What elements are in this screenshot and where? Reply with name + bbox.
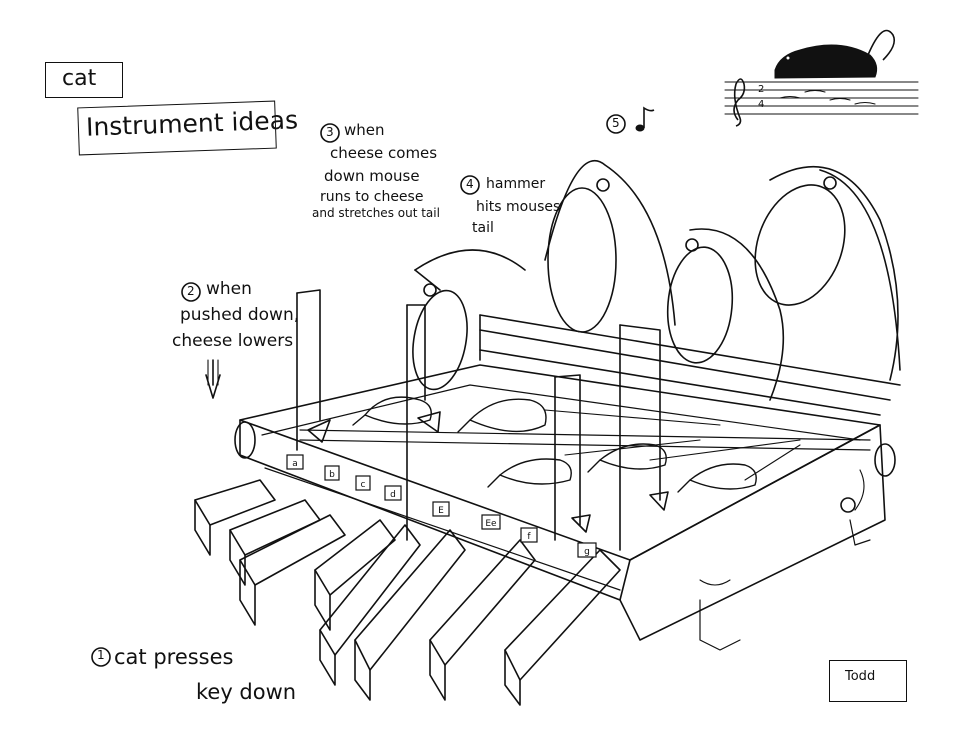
keycap-E [432, 501, 450, 517]
cheese-rods [296, 289, 661, 551]
key-caps [286, 454, 597, 558]
keycap-label-a: a [292, 459, 298, 469]
step1-line2: key down [196, 680, 297, 704]
step5-number: 5 [612, 116, 620, 130]
down-arrow-icon [205, 359, 221, 399]
step2-number: 2 [187, 284, 195, 298]
keycap-g [577, 542, 597, 558]
step3-line5: and stretches out tail [312, 206, 440, 220]
music-staff [724, 81, 919, 115]
keycap-label-f: f [527, 532, 531, 542]
signature: Todd [845, 669, 876, 684]
step2-line2: pushed down, [180, 305, 300, 325]
step3-circle [320, 123, 340, 143]
step3-number: 3 [326, 125, 334, 139]
signature-box [829, 660, 907, 702]
treble-clef-icon [733, 78, 746, 127]
step1-line1: cat presses [114, 645, 234, 669]
mice [352, 396, 801, 493]
key-cap-labels: a b c dE Ee f g [292, 459, 590, 557]
keycap-label-E: E [438, 506, 444, 516]
step1-circle [91, 647, 111, 667]
step3-line3: down mouse [324, 167, 420, 185]
step2-line3: cheese lowers [172, 331, 294, 351]
step5-circle [606, 114, 626, 134]
step4-circle [460, 175, 480, 195]
cat-tag-box [45, 62, 123, 98]
keycap-label-d: d [390, 490, 396, 500]
hammer-frame [414, 159, 901, 401]
keycap-label-Ee: Ee [485, 519, 497, 529]
keycap-d [384, 485, 402, 501]
time-sig-top: 2 [758, 84, 765, 95]
piano-keys [194, 479, 621, 706]
cat-tag: cat [62, 66, 97, 91]
step3-line2: cheese comes [330, 144, 438, 162]
keycap-b [324, 465, 340, 481]
step4-line2: hits mouses [476, 199, 561, 215]
keycap-Ee [481, 514, 501, 530]
keycap-f [520, 527, 538, 543]
step1-number: 1 [97, 648, 105, 662]
hammers [412, 176, 846, 391]
cheese-wedges [307, 411, 669, 533]
back-rails [299, 314, 901, 451]
keycap-label-g: g [584, 547, 590, 557]
keycap-label-c: c [361, 480, 366, 490]
keycap-label-b: b [329, 470, 335, 480]
step2-line1: when [206, 279, 252, 299]
step2-circle [181, 282, 201, 302]
instrument-base [234, 364, 896, 651]
step4-line3: tail [472, 220, 494, 236]
keycap-c [355, 475, 371, 491]
step4-line1: hammer [486, 176, 546, 192]
time-sig-bottom: 4 [758, 99, 765, 110]
eighth-note-icon [635, 106, 655, 132]
mouse-silhouette-icon [774, 29, 896, 79]
keycap-a [286, 454, 304, 470]
step4-number: 4 [466, 177, 474, 191]
step3-line4: runs to cheese [320, 189, 424, 205]
step3-line1: when [344, 121, 385, 139]
